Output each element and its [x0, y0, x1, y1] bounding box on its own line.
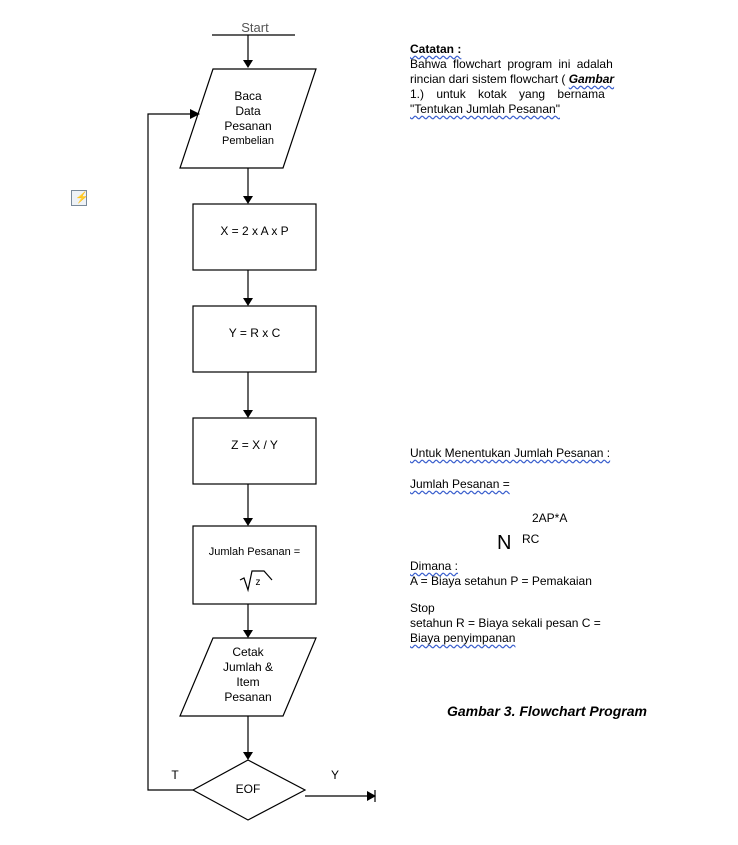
catatan-line-2: rincian dari sistem flowchart ( Gambar [410, 72, 645, 87]
figure-caption: Gambar 3. Flowchart Program [447, 703, 647, 719]
paste-options-icon[interactable]: ⚡ [71, 190, 89, 206]
arrow-head [243, 630, 253, 638]
arrow-head [367, 791, 376, 801]
formula-numerator: 2AP*A [532, 511, 568, 525]
sqrt-radicand: z [255, 577, 261, 588]
catatan-line-2a: rincian dari sistem flowchart ( [410, 72, 569, 86]
formula-heading: Untuk Menentukan Jumlah Pesanan : [410, 446, 611, 460]
process-box-y [192, 305, 317, 373]
calc-z-label: Z = X / Y [231, 438, 278, 452]
loop-back-line [147, 113, 193, 791]
output-line-3: Item [236, 675, 260, 689]
process-box-jumlah [192, 525, 317, 605]
dimana-label: Dimana : [410, 559, 459, 573]
definition-line-1: A = Biaya setahun P = Pemakaian [410, 574, 592, 588]
input-label: Baca Data Pesanan Pembelian [200, 89, 296, 149]
input-line-2: Data [235, 104, 261, 118]
output-label: Cetak Jumlah & Item Pesanan [198, 645, 298, 705]
arrow-head [190, 109, 200, 119]
definitions-block: Dimana : A = Biaya setahun P = Pemakaian… [410, 559, 645, 646]
output-line-4: Pesanan [224, 690, 272, 704]
input-line-1: Baca [234, 89, 262, 103]
input-parallelogram [179, 68, 317, 169]
process-box-z [192, 417, 317, 485]
yes-branch-label: Y [330, 768, 339, 782]
formula-radical: N [497, 532, 512, 554]
decision-diamond [191, 759, 307, 821]
catatan-line-3: 1.) untuk kotak yang bernama [410, 87, 605, 101]
arrow-head [243, 752, 253, 760]
arrow-head [243, 410, 253, 418]
definition-line-3: setahun R = Biaya sekali pesan C = [410, 616, 601, 630]
catatan-block: Catatan : Bahwa flowchart program ini ad… [410, 42, 645, 117]
arrow-head [243, 60, 253, 68]
output-line-1: Cetak [232, 645, 264, 659]
definition-line-4: Biaya penyimpanan [410, 631, 516, 645]
catatan-gambar: Gambar [568, 72, 615, 86]
output-parallelogram [179, 637, 317, 717]
calc-y-label: Y = R x C [228, 326, 281, 340]
calc-jumlah-label: Jumlah Pesanan = [208, 546, 301, 558]
formula-denominator: RC [522, 532, 540, 546]
no-branch-label: T [171, 768, 179, 782]
calc-x-label: X = 2 x A x P [220, 224, 289, 238]
definition-line-2: Stop [410, 601, 435, 615]
catatan-line-1: Bahwa flowchart program ini adalah [410, 57, 613, 71]
catatan-title: Catatan : [410, 42, 462, 56]
input-line-3: Pesanan [224, 119, 272, 133]
catatan-line-4: "Tentukan Jumlah Pesanan" [410, 102, 560, 116]
arrow-head [243, 298, 253, 306]
input-line-4: Pembelian [222, 135, 274, 147]
output-line-2: Jumlah & [222, 660, 274, 674]
decision-label: EOF [235, 782, 261, 796]
process-box-x [192, 203, 317, 271]
start-label: Start [241, 20, 269, 35]
arrow-head [243, 196, 253, 204]
formula-label: Jumlah Pesanan = [410, 477, 510, 491]
arrow-head [243, 518, 253, 526]
sqrt-symbol [239, 570, 273, 593]
